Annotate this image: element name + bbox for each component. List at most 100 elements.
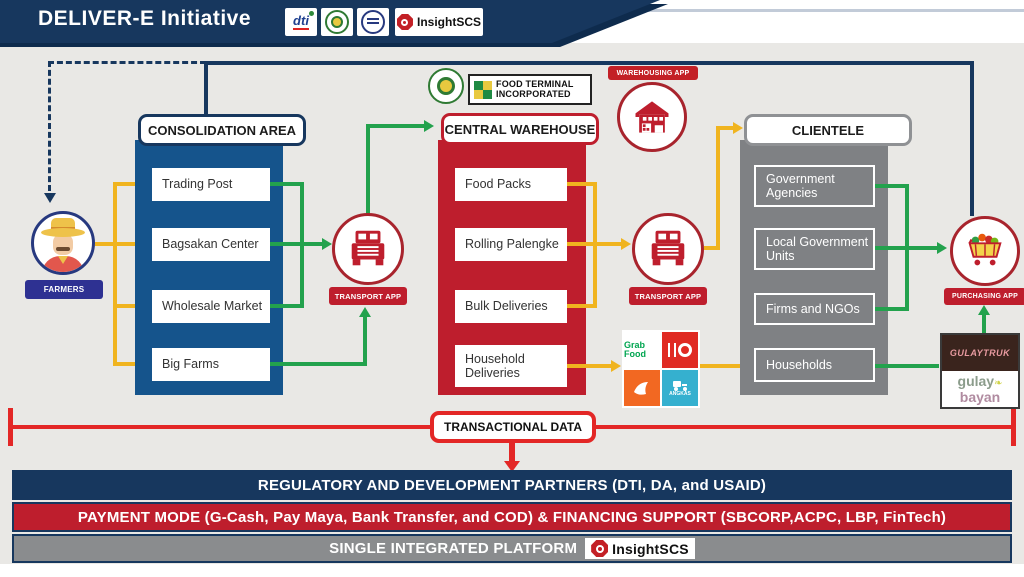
warehouse-icon [635,101,669,133]
dashed-feedback-line-vertical [48,61,51,191]
branch-bagsakan [113,242,141,246]
green-households-out [875,364,939,368]
yellow-delivery-to-households [700,364,742,368]
insightscs-logo: InsightSCS [395,8,483,36]
warehouse-item-rolling-palengke: Rolling Palengke [455,228,567,261]
grabfood-logo: Grab Food [624,332,660,368]
yellow-transport2-up [716,126,720,250]
farmers-icon [31,211,95,275]
insightscs-icon [396,14,413,30]
food-terminal-line2: INCORPORATED [496,88,571,99]
bird-icon: ❧ [994,378,1003,389]
green-gulay-up [982,314,986,334]
payment-mode-bar: PAYMENT MODE (G-Cash, Pay Maya, Bank Tra… [12,502,1012,532]
regulatory-partners-bar: REGULATORY AND DEVELOPMENT PARTNERS (DTI… [12,470,1012,500]
arrow-into-warehouse-label [424,120,434,132]
consolidation-item-bagsakan-center: Bagsakan Center [152,228,270,261]
page-title: DELIVER-E Initiative [38,7,252,30]
yellow-transport2-out [704,246,720,250]
branch-wholesale [113,304,141,308]
green-into-purchasing [905,246,939,250]
cart-icon [968,233,1002,266]
department-of-agriculture-seal-icon [321,8,353,36]
partner-seal-icon [357,8,389,36]
transport-app-1-label: TRANSPORT APP [329,287,407,305]
arrow-into-regulatory-bar [504,461,520,472]
green-big-farms-out [270,362,366,366]
transactional-cap-right [1011,408,1016,446]
farmers-out-line [95,242,115,246]
clientele-item-lgu: Local Government Units [754,228,875,270]
clientele-item-government-agencies: Government Agencies [754,165,875,207]
food-terminal-line1: FOOD TERMINAL [496,78,574,89]
consolidation-item-big-farms: Big Farms [152,348,270,381]
arrow-big-farms-up [359,307,371,317]
green-lgu-out [875,246,909,250]
single-platform-bar: SINGLE INTEGRATED PLATFORM InsightSCS [12,534,1012,563]
yellow-bulk-out [567,304,597,308]
branch-big-farms [113,362,141,366]
arrow-to-farmers [44,193,56,203]
single-platform-text: SINGLE INTEGRATED PLATFORM [329,540,578,557]
consolidation-item-wholesale-market: Wholesale Market [152,290,270,323]
warehouse-item-bulk-deliveries: Bulk Deliveries [455,290,567,323]
blue-connector-top [204,61,974,65]
insightscs-logo-text: InsightSCS [416,15,481,29]
insightscs-logo: InsightSCS [585,538,695,559]
green-transport1-up [366,124,370,214]
warehousing-app-icon [617,82,687,152]
toktok-bird-logo [624,370,660,406]
green-big-farms-up [363,316,367,366]
dti-logo-text: dti [293,13,309,31]
yellow-household-out [567,364,613,368]
transactional-cap-left [8,408,13,446]
green-firms-out [875,307,909,311]
arrow-gulay-up [978,305,990,315]
clientele-item-households: Households [754,348,875,382]
transport-app-1-icon [332,213,404,285]
payment-mode-text: PAYMENT MODE (G-Cash, Pay Maya, Bank Tra… [77,508,947,526]
yellow-into-transport2 [567,242,621,246]
blue-connector-purchasing [970,61,974,216]
arrow-into-transport1 [322,238,332,250]
gulay-bayan-logo: GULAYTRUK gulay❧ bayan [940,333,1020,409]
gulay-word: gulay [957,373,995,389]
transport-app-2-label: TRANSPORT APP [629,287,707,305]
transport-app-2-icon [632,213,704,285]
warehouse-item-household-deliveries: Household Deliveries [455,345,567,387]
yellow-food-packs-out [567,182,597,186]
branch-trading-post [113,182,141,186]
arrow-into-transport2 [621,238,631,250]
warehousing-app-label: WAREHOUSING APP [608,66,698,80]
food-terminal-logo: FOOD TERMINAL INCORPORATED [468,74,592,105]
insightscs-icon [591,540,609,557]
consolidation-item-trading-post: Trading Post [152,168,270,201]
clientele-label: CLIENTELE [744,114,912,146]
angkas-logo: ANGKAS [662,370,698,406]
purchasing-app-label: PURCHASING APP [944,288,1024,305]
green-gov-out [875,184,909,188]
arrow-into-clientele-label [733,122,743,134]
header-rule [600,9,1024,12]
department-of-agriculture-seal-icon [428,68,464,104]
consolidation-area-label: CONSOLIDATION AREA [138,114,306,146]
green-into-transport1 [300,242,324,246]
warehouse-item-food-packs: Food Packs [455,168,567,201]
farmers-label: FARMERS [25,280,103,299]
grabfood-text: Grab Food [624,339,646,359]
transactional-down-line [509,443,515,461]
green-bagsakan-out [270,242,304,246]
delivery-apps-logo: Grab Food ANGKAS [622,330,700,408]
dti-logo: dti [285,8,317,36]
arrow-into-purchasing [937,242,947,254]
dashed-feedback-line-horizontal [48,61,206,64]
green-to-warehouse-label [366,124,424,128]
bayan-word: bayan [959,389,1001,405]
gulaytruk-text: GULAYTRUK [949,348,1011,358]
clientele-item-firms-ngos: Firms and NGOs [754,293,875,325]
green-wholesale-out [270,304,304,308]
regulatory-partners-text: REGULATORY AND DEVELOPMENT PARTNERS (DTI… [257,476,767,494]
angkas-text: ANGKAS [669,391,691,397]
delivery-app-red-logo [662,332,698,368]
